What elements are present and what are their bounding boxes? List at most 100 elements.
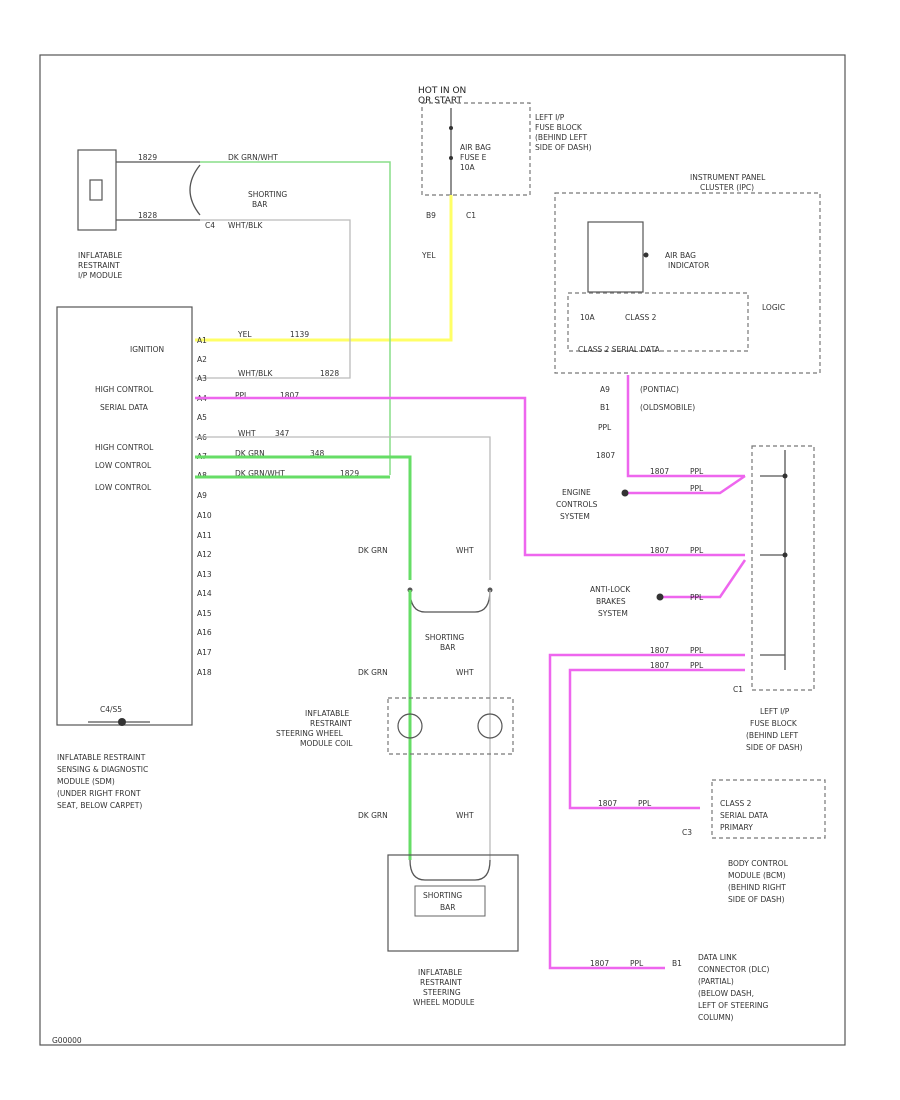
- fuse-block-right-node-2: [782, 552, 788, 558]
- sdm-pin-a18: A18: [197, 668, 212, 677]
- dlc-pin-b1: B1: [672, 959, 682, 968]
- coil-bar-label: BAR: [440, 643, 456, 652]
- sdm-pin-ignition: IGNITION: [130, 345, 164, 354]
- ipc-pin-b1: B1: [600, 403, 610, 412]
- abs-label-3: SYSTEM: [598, 609, 628, 618]
- ip-wire-dkgrnwht: DK GRN/WHT: [228, 153, 278, 162]
- sdm-pin-low-control-2: LOW CONTROL: [95, 483, 152, 492]
- sdm-pin-high-control-2: HIGH CONTROL: [95, 443, 154, 452]
- yellow-ignition-wire: [195, 195, 453, 342]
- sdm-wire-dkgrn: DK GRN: [235, 449, 265, 458]
- sdm-pin-a16: A16: [197, 628, 212, 637]
- indicator-dot: [643, 252, 649, 258]
- sdm-title-5: SEAT, BELOW CARPET): [57, 801, 142, 810]
- dlc-title-4: (BELOW DASH,: [698, 989, 754, 998]
- fuse-dot-2: [449, 156, 453, 160]
- bcm-box: [711, 779, 826, 839]
- sdm-pin-a9: A9: [197, 491, 207, 500]
- sdm-wire-347: 347: [275, 429, 290, 438]
- ppl-g: PPL: [638, 799, 652, 808]
- ip-wire-c4: C4: [205, 221, 215, 230]
- fuse-block-top: [421, 102, 531, 196]
- coil-mid-wht: WHT: [456, 668, 474, 677]
- sdm-pin-high-control: HIGH CONTROL: [95, 385, 154, 394]
- ppl-1807-e: 1807: [650, 646, 669, 655]
- sdm-pin-a13: A13: [197, 570, 212, 579]
- dlc-title-3: (PARTIAL): [698, 977, 734, 986]
- coil-bot-dkgrn: DK GRN: [358, 811, 388, 820]
- yel-wire-label: YEL: [421, 251, 436, 260]
- fuse-block-right: [751, 445, 815, 691]
- sdm-dkgrn-wire: [195, 455, 412, 580]
- sdm-ground-dot: [118, 718, 126, 726]
- sdm-wire-1139: 1139: [290, 330, 309, 339]
- fuse-block-right-label-4: SIDE OF DASH): [746, 743, 803, 752]
- ppl-a: PPL: [690, 467, 704, 476]
- ip-module-label-2: RESTRAINT: [78, 261, 120, 270]
- sdm-pin-a11: A11: [197, 531, 212, 540]
- fuse-block-right-label-3: (BEHIND LEFT: [746, 731, 799, 740]
- sw-shorting-label: SHORTING: [423, 891, 462, 900]
- ppl-h: PPL: [630, 959, 644, 968]
- coil-mid-dkgrn: DK GRN: [358, 668, 388, 677]
- engine-controls-label: ENGINE: [562, 488, 591, 497]
- sdm-pin-a2: A2: [197, 355, 207, 364]
- coil-title-2: RESTRAINT: [310, 719, 352, 728]
- ip-module-label-3: I/P MODULE: [78, 271, 122, 280]
- sdm-wire-ppl: PPL: [235, 391, 249, 400]
- sdm-wire-whtblk: WHT/BLK: [238, 369, 273, 378]
- ppl-1807-a: 1807: [650, 467, 669, 476]
- coil-title-4: MODULE COIL: [300, 739, 353, 748]
- sw-module-box: [387, 854, 519, 952]
- dlc-title-2: CONNECTOR (DLC): [698, 965, 770, 974]
- abs-wire: [660, 559, 747, 599]
- ip-whtblk-wire: [195, 219, 351, 379]
- bcm-inner-label: CLASS 2: [720, 799, 752, 808]
- sw-shorting-box: [414, 885, 486, 917]
- sdm-wire-1807: 1807: [280, 391, 299, 400]
- coil-bot-wht: WHT: [456, 811, 474, 820]
- bcm-title: BODY CONTROL: [728, 859, 789, 868]
- footer-code: G00000: [52, 1036, 82, 1045]
- ip-wire-whtblk: WHT/BLK: [228, 221, 263, 230]
- fuse-block-top-label: LEFT I/P: [535, 113, 565, 122]
- sw-module-title: INFLATABLE: [418, 968, 462, 977]
- ipc-purple-wire: [626, 375, 745, 478]
- ip-module-squib: [89, 179, 103, 201]
- ppl-e: PPL: [690, 646, 704, 655]
- coil-shorting-bar: [409, 589, 491, 613]
- dlc-title-5: LEFT OF STEERING: [698, 1001, 769, 1010]
- sdm-title-4: (UNDER RIGHT FRONT: [57, 789, 141, 798]
- sdm-pin-a17: A17: [197, 648, 212, 657]
- ppl-c: PPL: [690, 546, 704, 555]
- fuse-inner-label-2: FUSE E: [460, 153, 487, 162]
- ip-bar-label: BAR: [252, 200, 268, 209]
- ppl-1807-c: 1807: [650, 546, 669, 555]
- coil-left-icon: [397, 713, 423, 739]
- sdm-wht-wire: [195, 436, 491, 580]
- sdm-wire-348: 348: [310, 449, 325, 458]
- sw-module-title-3: STEERING: [423, 988, 461, 997]
- class2-logic-box: [567, 292, 749, 352]
- engine-controls-label-2: CONTROLS: [556, 500, 598, 509]
- fuse-block-top-label-4: SIDE OF DASH): [535, 143, 592, 152]
- sdm-pin-a10: A10: [197, 511, 212, 520]
- ppl-1807-f: 1807: [650, 661, 669, 670]
- airbag-indicator-label: AIR BAG: [665, 251, 696, 260]
- sdm-ground-label: C4/S5: [100, 705, 122, 714]
- ipc-pin-note-olds: (OLDSMOBILE): [640, 403, 695, 412]
- bcm-title-3: (BEHIND RIGHT: [728, 883, 786, 892]
- engine-controls-label-3: SYSTEM: [560, 512, 590, 521]
- fuse-block-right-label: LEFT I/P: [760, 707, 790, 716]
- sdm-title: INFLATABLE RESTRAINT: [57, 753, 146, 762]
- sw-bar-label: BAR: [440, 903, 456, 912]
- fuse-pin-b9: B9: [426, 211, 436, 220]
- sdm-box: [56, 306, 193, 726]
- fuse-block-right-node-1: [782, 473, 788, 479]
- ip-shorting-label: SHORTING: [248, 190, 287, 199]
- diagram-frame: [39, 54, 846, 1046]
- coil-box: [387, 697, 514, 755]
- ip-module-label: INFLATABLE: [78, 251, 122, 260]
- sw-module-title-4: WHEEL MODULE: [413, 998, 475, 1007]
